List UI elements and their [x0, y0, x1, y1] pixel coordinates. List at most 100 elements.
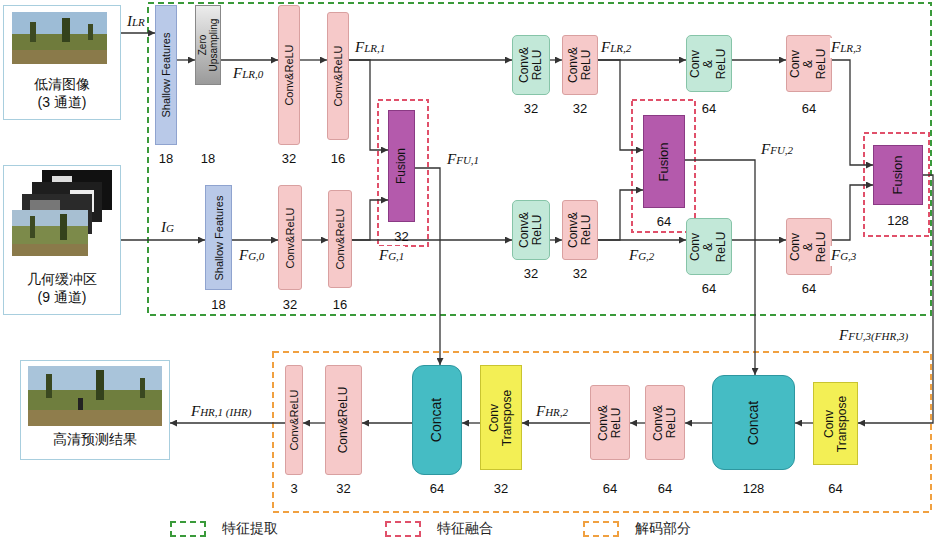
channel-count: 3 — [290, 481, 297, 496]
channel-count: 32 — [573, 101, 587, 116]
block-label: Conv & ReLU — [689, 229, 729, 265]
legend-swatch — [583, 521, 619, 537]
shallow-features-block: Shallow Features18 — [155, 5, 177, 145]
conv-block: Conv & ReLU64 — [786, 35, 832, 92]
legend-swatch — [385, 521, 421, 537]
conv-block: Conv & ReLU64 — [686, 35, 732, 92]
data-flow-arrow — [121, 32, 155, 33]
feature-label: FLR,0 — [232, 64, 264, 84]
feature-label: FHR,2 — [535, 402, 569, 422]
data-flow-arrow — [550, 59, 562, 60]
block-label: Conv&ReLU — [283, 10, 295, 140]
concat-block: Concat64 — [412, 365, 462, 475]
channel-count: 16 — [333, 297, 347, 312]
feature-label: FFU,3(FHR,3) — [838, 326, 909, 346]
data-flow-arrow — [685, 160, 755, 375]
conv-transpose-block: Conv Transpose32 — [480, 365, 522, 470]
block-label: Shallow Features — [212, 189, 224, 287]
block-label: Conv& ReLU — [518, 41, 544, 89]
feature-label: FHR,1 (IHR) — [190, 402, 253, 422]
data-flow-arrow — [221, 59, 278, 60]
block-label: Concat — [429, 375, 444, 465]
image-caption: 几何缓冲区 (9 通道) — [22, 271, 102, 306]
data-flow-arrow — [349, 60, 388, 150]
block-label: Conv Transpose — [822, 389, 848, 459]
channel-count: 18 — [201, 151, 215, 166]
block-label: Conv & ReLU — [789, 229, 829, 265]
data-flow-arrow — [352, 200, 388, 240]
data-flow-arrow — [598, 239, 686, 240]
conv-transpose-block: Conv Transpose64 — [813, 382, 858, 465]
high-res-image — [28, 366, 162, 426]
low-res-image — [12, 12, 107, 64]
block-label: Conv& ReLU — [652, 398, 678, 448]
feature-label: FLR,1 — [354, 38, 386, 58]
conv-block: Conv& ReLU32 — [562, 35, 598, 95]
block-label: Fusion — [891, 148, 905, 202]
fusion-region — [864, 133, 929, 236]
channel-count: 32 — [573, 266, 587, 281]
block-label: Conv&ReLU — [334, 194, 346, 284]
data-flow-arrow — [300, 59, 327, 60]
channel-count: 64 — [658, 481, 672, 496]
legend-text: 特征融合 — [437, 520, 493, 538]
fusion-block: Fusion128 — [873, 145, 923, 205]
channel-count: 18 — [211, 297, 225, 312]
data-flow-arrow — [303, 422, 325, 423]
feature-label: FG,3 — [830, 246, 857, 266]
data-flow-arrow — [349, 59, 512, 60]
data-flow-arrow — [598, 190, 643, 240]
data-flow-arrow — [598, 60, 643, 150]
fusion-region — [632, 100, 695, 232]
channel-count: 64 — [702, 101, 716, 116]
data-flow-arrow — [630, 422, 645, 423]
data-flow-arrow — [232, 239, 278, 240]
conv-block: Conv& ReLU32 — [512, 200, 550, 260]
data-flow-arrow — [795, 422, 813, 423]
feature-label: FG,0 — [238, 246, 265, 266]
legend-text: 特征提取 — [222, 520, 278, 538]
conv-block: Conv&ReLU16 — [328, 190, 352, 288]
feature-label: FLR,2 — [600, 38, 632, 58]
feature-label: FFU,1 — [446, 150, 480, 170]
channel-count: 64 — [702, 281, 716, 296]
data-flow-arrow — [462, 422, 480, 423]
feature-label: ILR — [126, 12, 146, 32]
channel-count: 32 — [394, 229, 408, 244]
feature-label: FFU,2 — [760, 140, 794, 160]
data-flow-arrow — [832, 185, 873, 240]
block-label: Conv & ReLU — [689, 46, 729, 82]
conv-block: Conv& ReLU32 — [562, 200, 598, 260]
feature-label: FG,2 — [628, 246, 655, 266]
channel-count: 128 — [743, 481, 765, 496]
channel-count: 32 — [282, 151, 296, 166]
legend-text: 解码部分 — [635, 520, 691, 538]
channel-count: 64 — [802, 101, 816, 116]
channel-count: 64 — [802, 281, 816, 296]
channel-count: 128 — [887, 213, 909, 228]
block-label: Conv&ReLU — [337, 370, 350, 470]
image-caption: 低清图像 (3 通道) — [30, 76, 94, 111]
data-flow-arrow — [522, 422, 590, 423]
block-label: Conv&ReLU — [284, 189, 296, 287]
data-flow-arrow — [832, 60, 873, 165]
data-flow-arrow — [177, 59, 195, 60]
feature-label: IG — [160, 218, 175, 238]
block-label: Conv & ReLU — [789, 46, 829, 82]
conv-block: Conv& ReLU64 — [590, 385, 630, 460]
block-label: Conv& ReLU — [567, 41, 593, 89]
conv-block: Conv&ReLU32 — [325, 365, 362, 475]
concat-block: Concat128 — [712, 375, 795, 470]
conv-block: Conv&ReLU16 — [327, 12, 349, 140]
channel-count: 32 — [524, 101, 538, 116]
data-flow-arrow — [415, 168, 440, 365]
conv-block: Conv & ReLU64 — [786, 218, 832, 275]
block-label: Shallow Features — [160, 10, 172, 140]
geometry-buffer-images — [12, 170, 112, 256]
data-flow-arrow — [685, 422, 712, 423]
channel-count: 64 — [828, 481, 842, 496]
image-caption: 高清预测结果 — [25, 431, 165, 449]
data-flow-arrow — [170, 422, 285, 423]
feature-label: FG,1 — [378, 246, 405, 266]
channel-count: 32 — [283, 297, 297, 312]
